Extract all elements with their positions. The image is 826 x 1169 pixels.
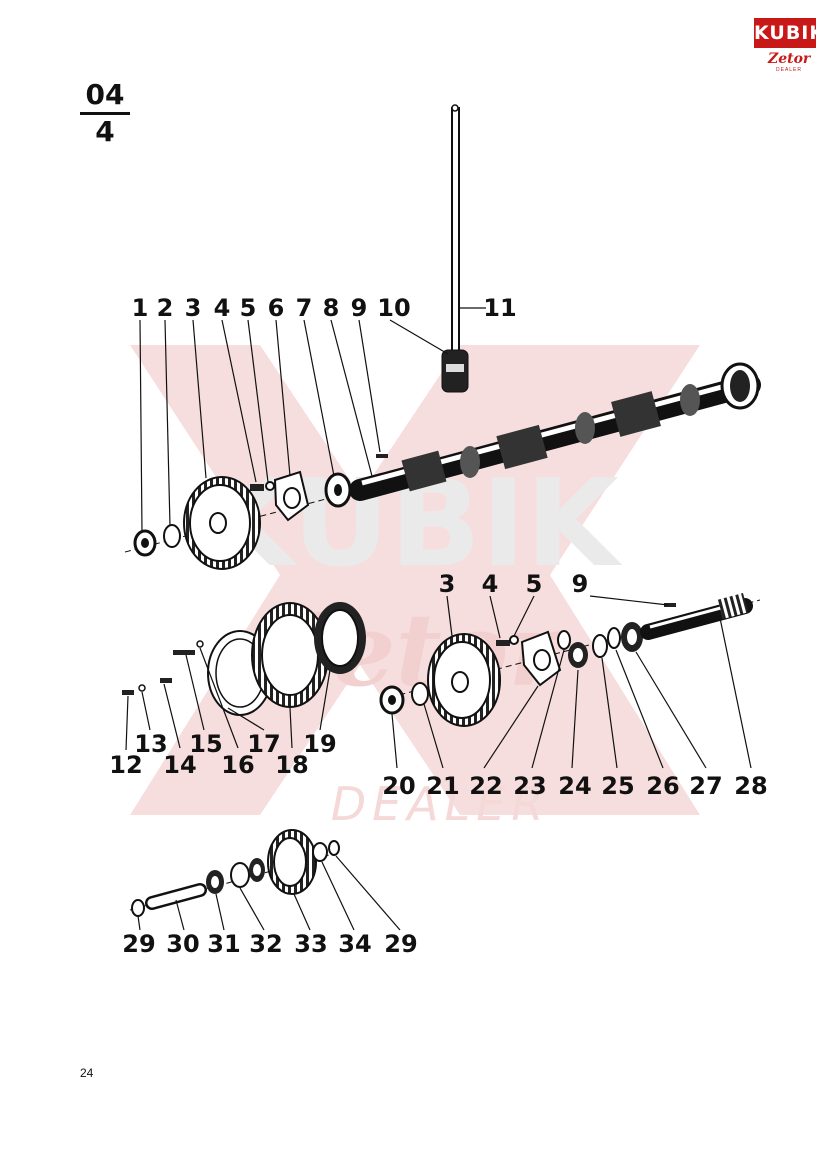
leader-lines (125, 307, 752, 931)
callout-11: 11 (483, 294, 516, 322)
callout-7: 7 (296, 294, 313, 322)
callout-3b: 3 (439, 570, 456, 598)
washer-2 (163, 524, 181, 548)
callout-6: 6 (268, 294, 285, 322)
gear-33 (267, 829, 317, 895)
callout-2: 2 (157, 294, 174, 322)
callout-22: 22 (469, 772, 502, 800)
flange-6 (273, 470, 310, 522)
nut-1 (133, 529, 157, 557)
callout-3: 3 (185, 294, 202, 322)
callout-19: 19 (303, 730, 336, 758)
callout-24: 24 (558, 772, 591, 800)
logo-brand: KUBIK (754, 18, 824, 48)
gear-3-top (183, 476, 261, 570)
callout-26: 26 (646, 772, 679, 800)
washer-34 (312, 842, 328, 862)
hub-19 (314, 602, 366, 674)
callout-25: 25 (601, 772, 634, 800)
callout-14: 14 (163, 751, 196, 779)
callout-28: 28 (734, 772, 767, 800)
callout-12: 12 (109, 751, 142, 779)
screw-12 (122, 690, 134, 695)
bearing-24 (568, 642, 588, 668)
section-divider (80, 112, 130, 115)
callout-33: 33 (294, 930, 327, 958)
callout-29-right: 29 (384, 930, 417, 958)
pin-30 (145, 883, 207, 910)
section-number-bottom: 4 (95, 115, 115, 148)
callouts: 1 2 3 4 5 6 7 8 9 10 11 3 4 5 9 12 13 14… (109, 294, 767, 958)
callout-1: 1 (132, 294, 149, 322)
callout-10: 10 (377, 294, 410, 322)
spacer-7 (324, 472, 352, 508)
bolt-15 (173, 650, 195, 655)
section-number-top: 04 (85, 78, 125, 111)
bolt-4-bottom (496, 640, 510, 646)
bolt-4-top (250, 484, 264, 491)
ring-26 (607, 627, 621, 649)
callout-8: 8 (323, 294, 340, 322)
callout-30: 30 (166, 930, 199, 958)
dealer-logo: KUBIK Zetor DEALER (754, 14, 824, 73)
callout-9b: 9 (572, 570, 589, 598)
push-rod (451, 104, 460, 359)
callout-23: 23 (513, 772, 546, 800)
nut-20 (379, 685, 405, 715)
callout-20: 20 (382, 772, 415, 800)
callout-34: 34 (338, 930, 371, 958)
callout-9: 9 (351, 294, 368, 322)
camshaft (349, 362, 761, 501)
callout-4b: 4 (482, 570, 499, 598)
logo-tag: DEALER (776, 67, 803, 73)
callout-32: 32 (249, 930, 282, 958)
callout-15: 15 (189, 730, 222, 758)
ring-gear-18 (251, 602, 329, 708)
bearing-23 (557, 630, 571, 650)
callout-27: 27 (689, 772, 722, 800)
callout-17: 17 (247, 730, 280, 758)
screw-14 (160, 678, 172, 683)
washer-5-bottom (509, 635, 519, 645)
callout-18: 18 (275, 751, 308, 779)
washer-21 (411, 682, 429, 706)
logo-sub: Zetor (768, 51, 811, 67)
callout-5b: 5 (526, 570, 543, 598)
key-9-bottom (664, 603, 676, 607)
bearing-31 (206, 870, 224, 894)
callout-13: 13 (134, 730, 167, 758)
circlip-29-left (131, 899, 145, 917)
key-9-top (376, 454, 388, 458)
shaft-28 (640, 592, 753, 640)
page-number: 24 (80, 1066, 94, 1080)
bearing-27 (621, 622, 643, 652)
callout-4: 4 (214, 294, 231, 322)
gear-3-bottom (427, 633, 501, 727)
washer-16 (196, 640, 204, 648)
bearing-32b (249, 858, 265, 882)
callout-21: 21 (426, 772, 459, 800)
ring-25 (592, 634, 608, 658)
washer-5-top (265, 481, 275, 491)
section-number: 04 4 (80, 80, 130, 147)
circlip-29-right (328, 840, 340, 856)
callout-16: 16 (221, 751, 254, 779)
callout-29-left: 29 (122, 930, 155, 958)
watermark-tag: DEALER (331, 777, 550, 831)
spacer-32 (230, 862, 250, 888)
tappet (441, 349, 469, 393)
callout-31: 31 (207, 930, 240, 958)
flange-22 (520, 630, 562, 687)
callout-5: 5 (240, 294, 257, 322)
washer-13 (138, 684, 146, 692)
